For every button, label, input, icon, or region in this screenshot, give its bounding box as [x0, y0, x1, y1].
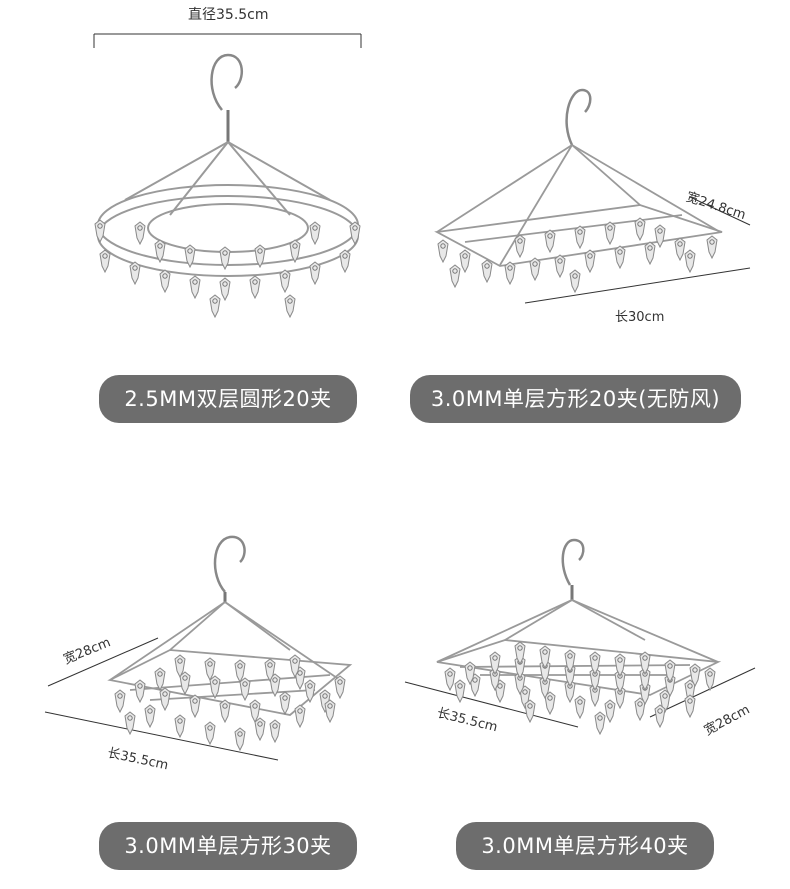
product-label-square-30: 3.0MM单层方形30夹 — [99, 822, 357, 870]
square-hanger-40-illustration — [404, 538, 756, 735]
diameter-dimension: 直径35.5cm — [188, 7, 269, 23]
product-label-round-20: 2.5MM双层圆形20夹 — [99, 375, 357, 423]
square-hanger-20-illustration — [434, 88, 751, 304]
product-label-square-20: 3.0MM单层方形20夹(无防风) — [410, 375, 741, 423]
round-hanger-illustration — [93, 33, 362, 318]
square-hanger-30-illustration — [44, 535, 353, 761]
length-dimension-20: 长30cm — [615, 310, 665, 325]
product-label-square-40: 3.0MM单层方形40夹 — [456, 822, 714, 870]
